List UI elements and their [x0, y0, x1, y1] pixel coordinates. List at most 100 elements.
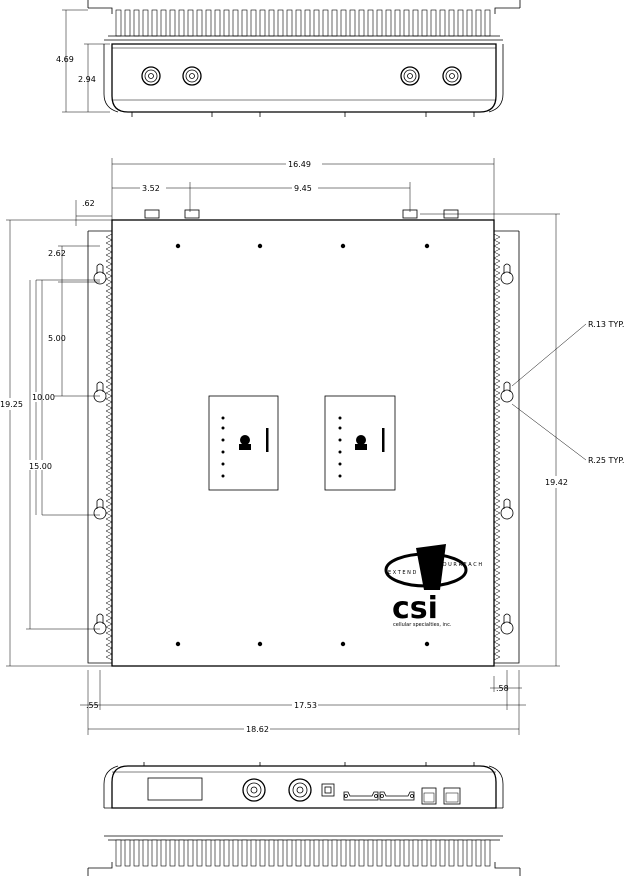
fin — [377, 10, 382, 36]
dim-hole-spacing-3: 15.00 — [29, 462, 52, 471]
bottom-right-flange — [495, 862, 520, 876]
fin — [278, 10, 283, 36]
screw — [425, 244, 429, 248]
top-heatsink-fins — [116, 10, 490, 36]
fin — [458, 840, 463, 866]
fin — [179, 10, 184, 36]
keyhole-slot — [94, 382, 106, 402]
right-heatsink-teeth — [494, 234, 500, 660]
dim-hole-top-offset: 2.62 — [48, 249, 66, 258]
bottom-body — [112, 766, 496, 808]
ethernet-port-2 — [444, 788, 460, 804]
fin — [323, 840, 328, 866]
fin — [296, 840, 301, 866]
fin — [296, 10, 301, 36]
bottom-view — [88, 762, 520, 876]
fin — [242, 10, 247, 36]
keyhole-slot — [94, 264, 106, 284]
fin — [215, 10, 220, 36]
csi-logo: E X T E N D Y O U R R E A C H csi cellul… — [386, 544, 482, 628]
dim-width-body: 16.49 — [288, 160, 311, 169]
fin — [422, 10, 427, 36]
fin — [395, 10, 400, 36]
fin — [125, 840, 130, 866]
fin — [287, 10, 292, 36]
fin — [485, 10, 490, 36]
fin — [359, 10, 364, 36]
fin — [350, 10, 355, 36]
bottom-label-window — [148, 778, 202, 800]
bottom-connector-2 — [289, 779, 311, 801]
top-connector-2 — [183, 67, 201, 85]
fin — [224, 840, 229, 866]
panel-screws — [176, 244, 429, 646]
fin — [116, 840, 121, 866]
fin — [422, 840, 427, 866]
fin — [341, 10, 346, 36]
fin — [449, 10, 454, 36]
status-window-1 — [209, 396, 278, 490]
fin — [125, 10, 130, 36]
fin — [152, 840, 157, 866]
dim-flange-right: .58 — [496, 684, 509, 693]
keyhole-slot — [501, 614, 513, 634]
fin — [161, 840, 166, 866]
fin — [413, 840, 418, 866]
dim-slot-radius-small: R.13 TYP. — [588, 320, 624, 329]
fin — [350, 840, 355, 866]
fin — [314, 10, 319, 36]
fin — [233, 10, 238, 36]
fin — [161, 10, 166, 36]
fin — [260, 10, 265, 36]
fin — [386, 10, 391, 36]
fin — [251, 10, 256, 36]
screw — [341, 244, 345, 248]
left-heatsink-teeth — [106, 234, 112, 660]
serial-port-1 — [344, 792, 378, 800]
fin — [179, 840, 184, 866]
top-view: 4.69 2.94 — [56, 0, 520, 117]
bottom-connector-1 — [243, 779, 265, 801]
keyhole-slot — [94, 614, 106, 634]
screw — [258, 642, 262, 646]
fin — [152, 10, 157, 36]
fin — [143, 840, 148, 866]
fin — [242, 840, 247, 866]
fin — [170, 840, 175, 866]
keyhole-slot — [501, 499, 513, 519]
dim-height-left: 19.25 — [0, 400, 23, 409]
screw — [176, 244, 180, 248]
fin — [143, 10, 148, 36]
fin — [476, 10, 481, 36]
fin — [116, 10, 121, 36]
fin — [404, 840, 409, 866]
fin — [224, 10, 229, 36]
fin — [386, 840, 391, 866]
fin — [260, 840, 265, 866]
fin — [215, 840, 220, 866]
ethernet-port-1 — [422, 788, 436, 804]
fin — [134, 840, 139, 866]
fin — [467, 10, 472, 36]
fin — [323, 10, 328, 36]
fin — [395, 840, 400, 866]
fin — [269, 10, 274, 36]
fin — [233, 840, 238, 866]
screw — [425, 642, 429, 646]
bottom-left-flange — [88, 862, 112, 876]
fin — [368, 840, 373, 866]
logo-tagline: cellular specialties, inc. — [393, 622, 452, 628]
fin — [467, 840, 472, 866]
fin — [251, 840, 256, 866]
top-connector-1 — [142, 67, 160, 85]
teeth-profile — [106, 234, 112, 660]
fin — [305, 10, 310, 36]
fin — [476, 840, 481, 866]
dim-top-height-body: 2.94 — [78, 75, 96, 84]
dim-conn-spacing: 9.45 — [294, 184, 312, 193]
fin — [188, 840, 193, 866]
screw — [341, 642, 345, 646]
fin — [404, 10, 409, 36]
fin — [431, 10, 436, 36]
dim-hole-spacing-1: 5.00 — [48, 334, 66, 343]
